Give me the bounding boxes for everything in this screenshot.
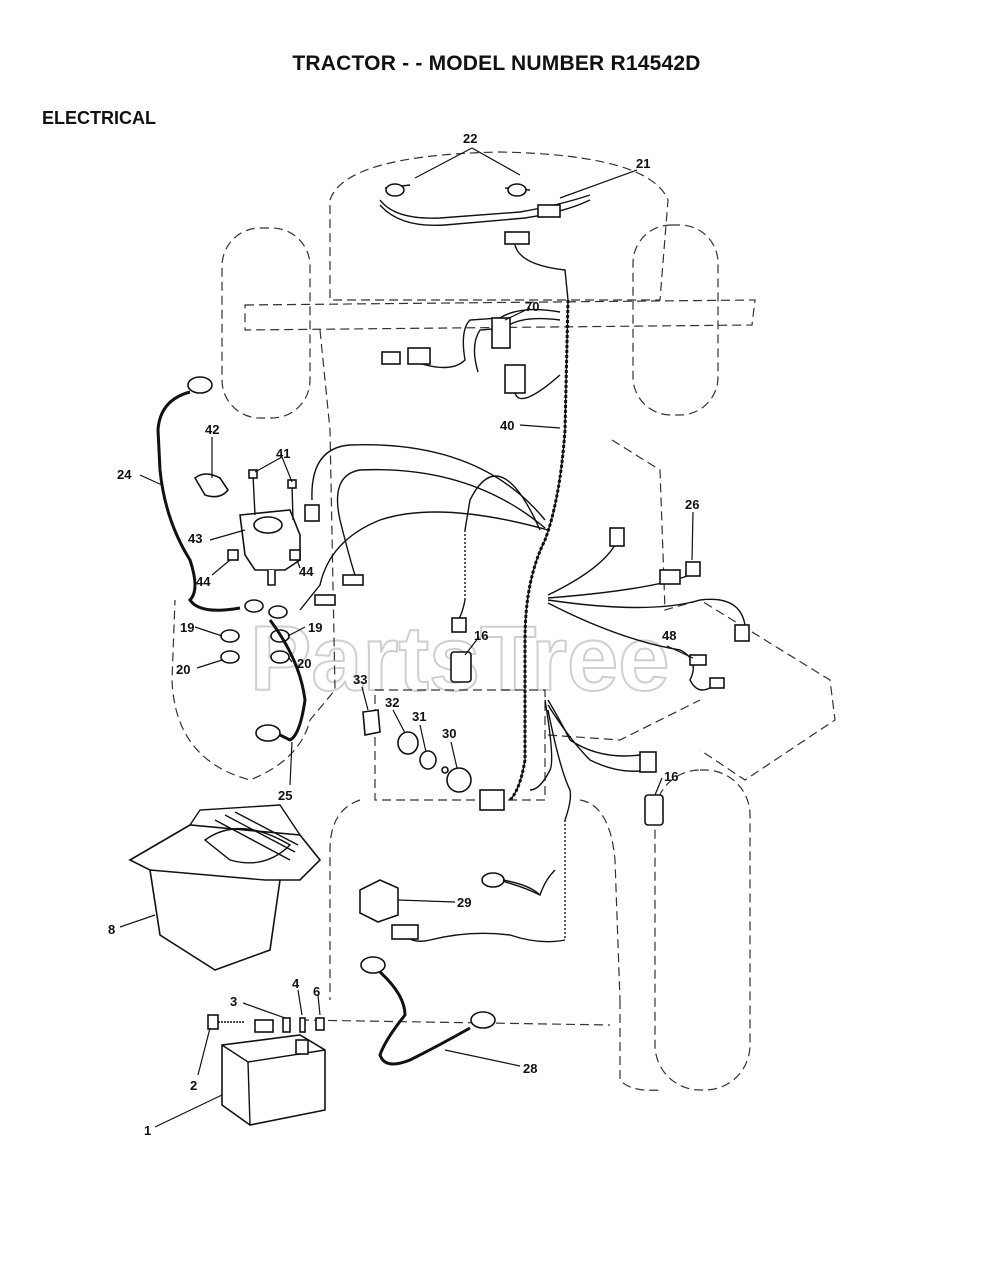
switch-16-left [450,651,472,683]
headlight-bulb-left [385,183,405,197]
washer-upper-left [244,599,264,613]
headlight-bulb-right [507,183,527,197]
bezel-32 [397,731,419,755]
callout-44-right: 44 [299,564,314,579]
nut-44-left [227,549,239,561]
ignition-switch-30 [446,767,472,793]
callout-1: 1 [144,1123,151,1138]
sub-harness-plug [451,617,467,633]
callout-20-left: 20 [176,662,190,677]
callout-16-left: 16 [474,628,488,643]
callout-19-left: 19 [180,620,194,635]
washer-upper-right [268,605,288,619]
terminal-boot-42 [193,473,229,498]
battery-terminal-left [254,1019,274,1033]
nut-6 [315,1017,325,1031]
connector-cluster [381,308,561,400]
connector-mid-right [659,569,681,585]
callout-24: 24 [117,467,132,482]
callout-2: 2 [190,1078,197,1093]
page-title: TRACTOR - - MODEL NUMBER R14542D [292,52,701,75]
switch-16-right [644,794,664,826]
callout-16-right: 16 [664,769,678,784]
leader-lines [119,147,694,1128]
callout-70: 70 [525,299,539,314]
callout-21: 21 [636,156,650,171]
callout-8: 8 [108,922,115,937]
callout-29: 29 [457,895,471,910]
callout-19-right: 19 [308,620,322,635]
connector-lower-center [479,789,505,811]
headlight-connector [537,204,561,218]
callout-31: 31 [412,709,426,724]
bolt-3 [282,1017,291,1033]
starter-solenoid [193,469,301,586]
connector-70 [491,317,511,349]
connector-26 [685,561,701,577]
nut-44-right [289,549,301,561]
solenoid-screw-left [252,474,256,516]
sub-harness-left [450,530,472,683]
lower-harness [399,699,664,943]
ignition-clip-33 [362,709,381,736]
inline-fuse-holder [342,574,364,586]
fuse-holder-29 [359,872,541,940]
inline-fuse [314,594,336,606]
ground-cable-28 [360,956,496,1066]
callout-30: 30 [442,726,456,741]
callout-6: 6 [313,984,320,999]
callout-4: 4 [292,976,300,991]
callout-33: 33 [353,672,367,687]
solenoid-wires [299,444,549,611]
connector-clip [504,364,526,394]
nut-31 [419,750,437,770]
callout-42: 42 [205,422,219,437]
connector-48b [709,677,725,689]
connector-plug-b [407,347,431,365]
section-title: ELECTRICAL [42,108,156,128]
callout-25: 25 [278,788,292,803]
callout-20-right: 20 [297,656,311,671]
callout-22: 22 [463,131,477,146]
main-harness [508,299,570,802]
callout-48: 48 [662,628,676,643]
fuse-holder-plug [391,924,419,940]
callout-32: 32 [385,695,399,710]
right-side-wires [547,527,750,691]
tractor-outline [171,151,836,1091]
ignition-parts [362,709,472,793]
wire-terminal [304,504,320,522]
connector-48 [689,654,707,666]
battery [207,1014,326,1126]
solenoid-screw-right [291,484,294,521]
connector-upper-right [609,527,625,547]
ground-wire-24 [156,376,241,612]
washer-19-left [220,629,240,643]
connector-far-right [734,624,750,642]
callout-40: 40 [500,418,514,433]
callout-41: 41 [276,446,290,461]
callout-43: 43 [188,531,202,546]
callout-26: 26 [685,497,699,512]
nut-20-right [270,650,290,664]
terminal-bolt-2 [207,1014,219,1030]
switch-connector-right [639,751,657,773]
callouts: 22 21 70 40 42 41 24 43 44 44 19 19 20 2… [108,131,699,1138]
harness-front-connector [504,231,530,245]
battery-terminal-right [295,1039,309,1055]
nut-20-left [220,650,240,664]
cable-25 [255,619,307,742]
headlight-harness [379,183,591,301]
callout-44-left: 44 [196,574,211,589]
callout-28: 28 [523,1061,537,1076]
washer-4 [299,1017,306,1033]
callout-3: 3 [230,994,237,1009]
connector-plug-a [381,351,401,365]
battery-box [128,804,322,971]
